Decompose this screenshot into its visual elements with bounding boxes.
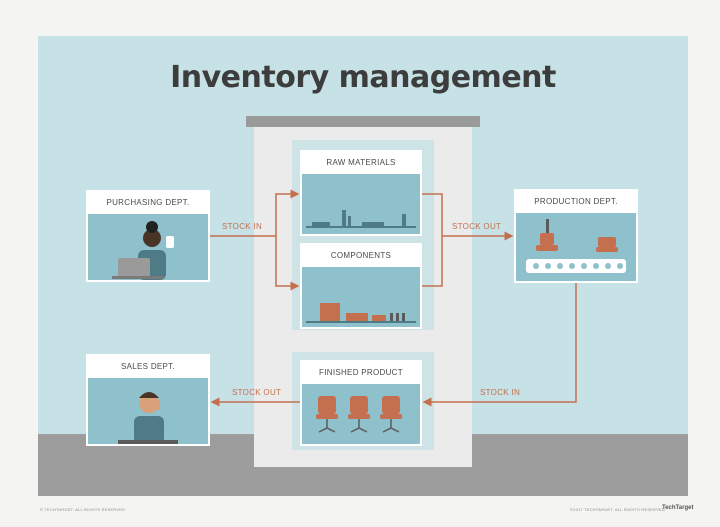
components-label: COMPONENTS <box>302 245 420 267</box>
components-box: COMPONENTS <box>300 243 422 329</box>
chairs-icon <box>302 384 420 444</box>
diagram-canvas: Inventory management RAW MATERIALS COMPO… <box>38 36 688 496</box>
footer-right-text: ©2017 TECHTARGET. ALL RIGHTS RESERVED <box>570 507 665 512</box>
stock-in-label-finished: STOCK IN <box>480 388 521 397</box>
footer-left-text: © TECHTARGET. ALL RIGHTS RESERVED <box>40 507 126 512</box>
raw-materials-box: RAW MATERIALS <box>300 150 422 236</box>
purchasing-dept-box: PURCHASING DEPT. <box>86 190 210 282</box>
raw-materials-icon <box>302 174 420 234</box>
components-icon <box>302 267 420 327</box>
production-dept-label: PRODUCTION DEPT. <box>516 191 636 213</box>
purchasing-dept-label: PURCHASING DEPT. <box>88 192 208 214</box>
stock-out-label-sales: STOCK OUT <box>232 388 282 397</box>
salesperson-icon <box>88 378 208 444</box>
finished-product-label: FINISHED PRODUCT <box>302 362 420 384</box>
diagram-title: Inventory management <box>170 60 556 95</box>
flow-arrows <box>210 189 577 407</box>
stock-out-label-production: STOCK OUT <box>452 222 502 231</box>
brand-logo: TechTarget <box>662 505 694 511</box>
purchaser-person-icon <box>88 214 208 280</box>
raw-materials-label: RAW MATERIALS <box>302 152 420 174</box>
assembly-line-icon <box>516 213 636 281</box>
production-dept-box: PRODUCTION DEPT. <box>514 189 638 283</box>
finished-product-box: FINISHED PRODUCT <box>300 360 422 446</box>
sales-dept-box: SALES DEPT. <box>86 354 210 446</box>
stock-in-label-purchasing: STOCK IN <box>222 222 263 231</box>
sales-dept-label: SALES DEPT. <box>88 356 208 378</box>
warehouse-roof <box>246 116 480 127</box>
